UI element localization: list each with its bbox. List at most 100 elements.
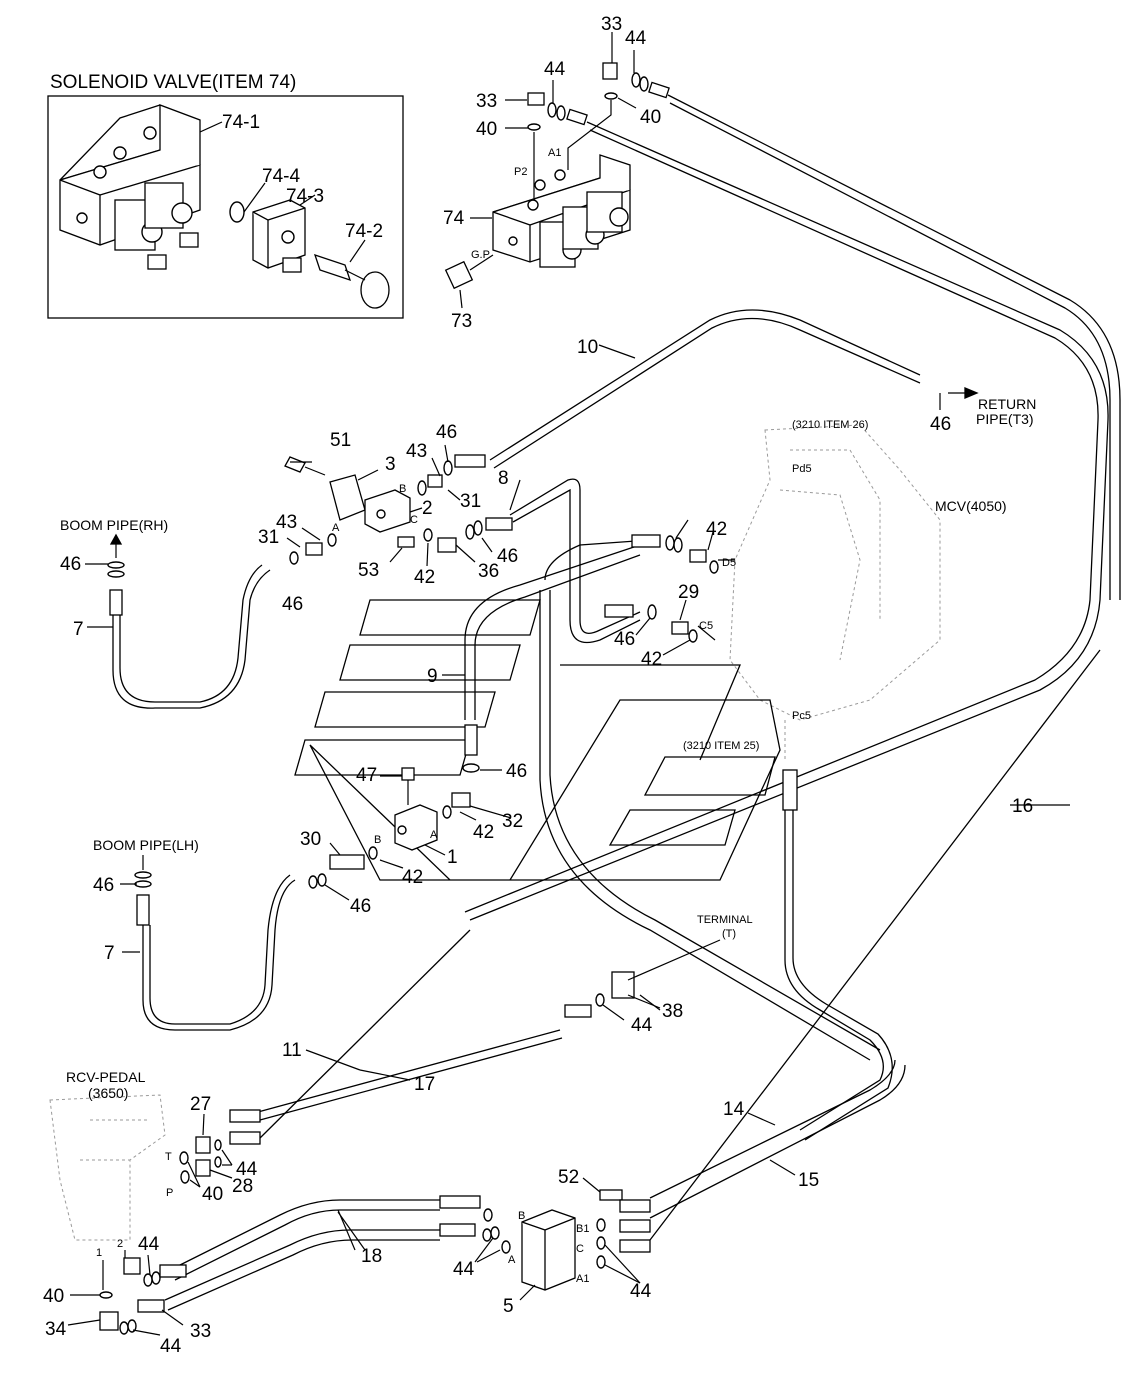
label-74-1: 74-1 <box>222 112 260 133</box>
port-labels: P2 A1 G.P A B C D5 C5 Pd5 Pc5 A B T P 1 … <box>96 147 812 1285</box>
port-label: T <box>165 1151 172 1163</box>
callout: 31 <box>258 527 279 548</box>
callout: 44 <box>160 1336 182 1357</box>
port-label: 2 <box>117 1238 123 1250</box>
callout: 43 <box>276 512 297 533</box>
callout: 44 <box>453 1259 475 1280</box>
port-label: D5 <box>722 557 736 569</box>
callout: 44 <box>236 1159 258 1180</box>
callout: 32 <box>502 811 523 832</box>
watermark-logo <box>294 599 781 881</box>
label-74-2: 74-2 <box>345 221 383 242</box>
hoses-and-pipes <box>112 94 1121 1311</box>
port-label: G.P <box>471 249 490 261</box>
rcv-pedal-label-2: (3650) <box>88 1085 128 1101</box>
callout: 46 <box>93 875 114 896</box>
callout: 40 <box>202 1184 223 1205</box>
mcv-label: MCV(4050) <box>935 498 1007 514</box>
port-label: 1 <box>96 1247 102 1259</box>
callout: 42 <box>402 867 423 888</box>
callout: 44 <box>544 59 566 80</box>
callout: 44 <box>630 1281 652 1302</box>
callout: 42 <box>414 567 435 588</box>
callout: 33 <box>601 14 622 35</box>
callout: 40 <box>43 1286 64 1307</box>
port-label: A1 <box>548 147 561 159</box>
callout: 46 <box>60 554 81 575</box>
callout: 28 <box>232 1176 253 1197</box>
port-label: C <box>410 514 418 526</box>
callout: 27 <box>190 1094 211 1115</box>
callout: 46 <box>497 546 518 567</box>
callout: 10 <box>577 337 598 358</box>
callout: 30 <box>300 829 321 850</box>
port-label: P2 <box>514 166 527 178</box>
callout: 9 <box>427 666 438 687</box>
solenoid-valve-inset: SOLENOID VALVE(ITEM 74) 74-1 74-4 74-3 7… <box>47 72 404 319</box>
callout: 8 <box>498 468 509 489</box>
label-74-4: 74-4 <box>262 166 300 187</box>
callout: 46 <box>614 629 635 650</box>
port-label: A1 <box>576 1273 589 1285</box>
callout: 31 <box>460 491 481 512</box>
callout: 42 <box>706 519 727 540</box>
terminal-label-1: TERMINAL <box>697 914 753 926</box>
item25-label: (3210 ITEM 25) <box>683 740 759 752</box>
callout: 38 <box>662 1001 683 1022</box>
callout: 17 <box>414 1074 435 1095</box>
callout: 42 <box>641 649 662 670</box>
callout: 73 <box>451 311 472 332</box>
callout: 7 <box>104 943 115 964</box>
port-label: C <box>576 1243 584 1255</box>
port-label: B1 <box>576 1223 589 1235</box>
callout: 16 <box>1012 796 1033 817</box>
callout: 46 <box>436 422 457 443</box>
terminal-label-2: (T) <box>722 928 736 940</box>
section-labels: BOOM PIPE(RH) BOOM PIPE(LH) RETURN PIPE(… <box>60 396 1036 1101</box>
item26-label: (3210 ITEM 26) <box>792 419 868 431</box>
port-label: P <box>166 1187 173 1199</box>
callout: 44 <box>625 28 647 49</box>
callout: 33 <box>476 91 497 112</box>
callout: 46 <box>506 761 527 782</box>
port-label: A <box>332 522 340 534</box>
callout: 44 <box>631 1015 653 1036</box>
callout: 46 <box>930 414 951 435</box>
callouts: 33 44 44 33 40 40 74 73 10 46 51 43 46 3… <box>43 14 1033 1357</box>
mcv-ghost <box>729 424 941 760</box>
port-label: A <box>430 829 438 841</box>
port-label: B <box>399 483 406 495</box>
leader-lines <box>67 344 1070 1336</box>
callout: 52 <box>558 1167 579 1188</box>
callout: 11 <box>282 1040 302 1061</box>
callout: 3 <box>385 454 396 475</box>
port-label: Pc5 <box>792 710 811 722</box>
callout: 1 <box>447 847 458 868</box>
callout: 5 <box>503 1296 514 1317</box>
callout: 47 <box>356 765 377 786</box>
callout: 18 <box>361 1246 382 1267</box>
callout: 42 <box>473 822 494 843</box>
callout: 51 <box>330 430 351 451</box>
return-pipe-label-2: PIPE(T3) <box>976 411 1034 427</box>
callout: 46 <box>350 896 371 917</box>
port-label: B <box>374 834 381 846</box>
callout: 53 <box>358 560 379 581</box>
callout: 15 <box>798 1170 819 1191</box>
callout: 36 <box>478 561 499 582</box>
label-74-3: 74-3 <box>286 186 324 207</box>
callout: 29 <box>678 582 699 603</box>
solenoid-valve-74 <box>444 32 670 309</box>
callout: 14 <box>723 1099 745 1120</box>
callout: 7 <box>73 619 84 640</box>
port-label: A <box>508 1254 516 1266</box>
callout: 43 <box>406 441 427 462</box>
port-label: Pd5 <box>792 463 812 475</box>
callout: 34 <box>45 1319 67 1340</box>
callout: 46 <box>282 594 303 615</box>
return-pipe-label-1: RETURN <box>978 396 1036 412</box>
inset-title: SOLENOID VALVE(ITEM 74) <box>50 72 296 93</box>
callout: 74 <box>443 208 465 229</box>
port-label: C5 <box>699 620 713 632</box>
